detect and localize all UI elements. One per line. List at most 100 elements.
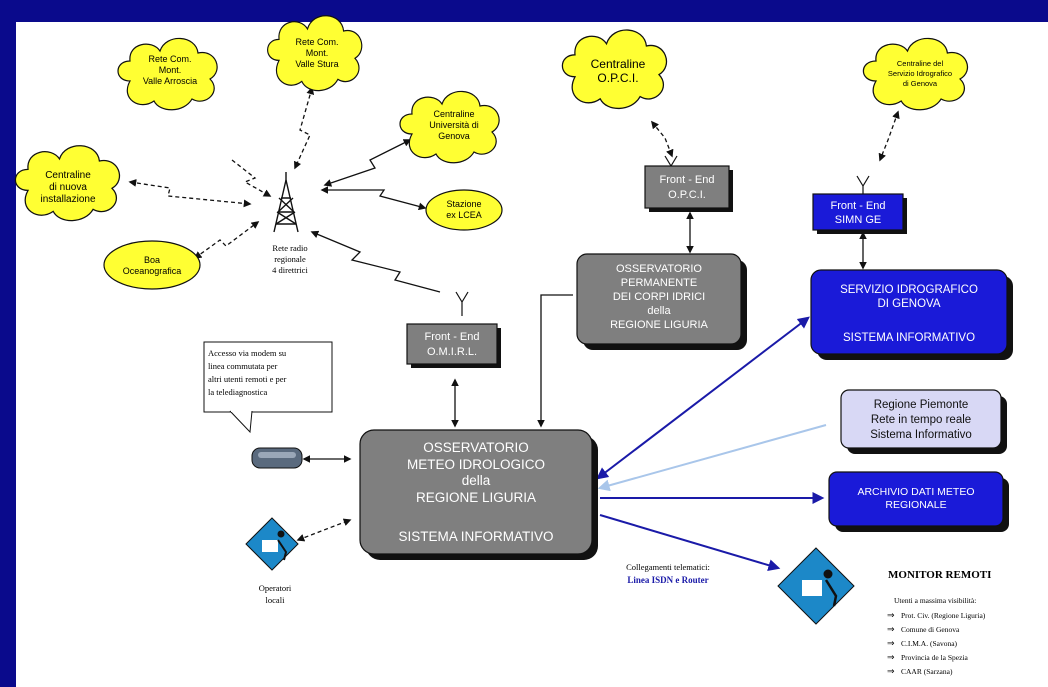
operator-label: Operatori bbox=[259, 583, 292, 593]
box-corpi-idrici: OSSERVATORIO PERMANENTE DEI CORPI IDRICI… bbox=[576, 253, 747, 350]
cloud-icon bbox=[267, 15, 363, 92]
cloud-icon bbox=[117, 37, 218, 111]
cloud-label: Centraline bbox=[591, 57, 646, 71]
cloud-label: installazione bbox=[40, 194, 95, 205]
callout-line: la telediagnostica bbox=[208, 387, 267, 397]
connections bbox=[128, 86, 900, 542]
frontend-label: Front - End bbox=[659, 174, 714, 186]
cloud-label: di nuova bbox=[49, 182, 87, 193]
modem-callout: Accesso via modem su linea commutata per… bbox=[203, 341, 333, 434]
operator-workstation: Operatori locali bbox=[245, 517, 299, 605]
cloud-nuova-installazione: Centraline di nuova installazione bbox=[14, 145, 121, 222]
box-label: della bbox=[647, 305, 671, 317]
cloud-label: Rete Com. bbox=[148, 54, 191, 64]
box-label: Rete in tempo reale bbox=[871, 414, 971, 426]
station-label: Oceanografica bbox=[123, 266, 182, 276]
monitor-item: Comune di Genova bbox=[901, 625, 960, 634]
box-archivio: ARCHIVIO DATI METEO REGIONALE bbox=[828, 471, 1009, 532]
collegamenti-sub: Linea ISDN e Router bbox=[627, 575, 708, 585]
cloud-univ-genova: Centraline Università di Genova bbox=[399, 90, 500, 164]
radio-tower: Rete radio regionale 4 direttrici bbox=[272, 172, 308, 275]
cloud-label: di Genova bbox=[903, 79, 938, 88]
box-label: della bbox=[462, 473, 491, 488]
box-label: METEO IDROLOGICO bbox=[407, 457, 545, 472]
collegamenti-title: Collegamenti telematici: bbox=[626, 562, 710, 572]
station-label: ex LCEA bbox=[446, 210, 482, 220]
box-label: SERVIZIO IDROGRAFICO bbox=[840, 284, 978, 296]
monitor-item: C.I.M.A. (Savona) bbox=[901, 639, 958, 648]
box-label: Sistema Informativo bbox=[870, 429, 972, 441]
monitor-item: CAAR (Sarzana) bbox=[901, 667, 953, 676]
frontend-opci: Front - End O.P.C.I. bbox=[644, 165, 733, 212]
frontend-label: Front - End bbox=[830, 200, 885, 212]
frontend-label: Front - End bbox=[424, 331, 479, 343]
box-label: OSSERVATORIO bbox=[616, 263, 702, 275]
box-label: ARCHIVIO DATI METEO bbox=[857, 486, 974, 498]
cloud-icon bbox=[862, 37, 969, 111]
arrow-icon: ⇒ bbox=[887, 666, 895, 676]
box-label: PERMANENTE bbox=[621, 277, 697, 289]
box-label: SISTEMA INFORMATIVO bbox=[843, 332, 975, 344]
radio-label: regionale bbox=[274, 254, 306, 264]
monitor-item: Provincia de la Spezia bbox=[901, 653, 969, 662]
box-label: REGIONALE bbox=[885, 499, 946, 511]
radio-tower-icon bbox=[273, 172, 299, 233]
operator-icon bbox=[245, 517, 299, 571]
box-regione-piemonte: Regione Piemonte Rete in tempo reale Sis… bbox=[840, 389, 1007, 454]
monitor-subtitle: Utenti a massima visibilità: bbox=[894, 596, 976, 605]
cloud-label: Valle Stura bbox=[295, 59, 338, 69]
cloud-label: Mont. bbox=[159, 65, 182, 75]
station-boa: Boa Oceanografica bbox=[103, 240, 201, 290]
frontend-omirl: Front - End O.M.I.R.L. bbox=[406, 323, 501, 368]
station-label: Stazione bbox=[446, 199, 481, 209]
cloud-rete-stura: Rete Com. Mont. Valle Stura bbox=[267, 15, 363, 92]
monitor-remoti: MONITOR REMOTI Utenti a massima visibili… bbox=[887, 569, 991, 676]
cloud-label: Centraline del bbox=[897, 59, 944, 68]
monitor-item: Prot. Civ. (Regione Liguria) bbox=[901, 611, 986, 620]
cloud-servizio-idrografico: Centraline del Servizio Idrografico di G… bbox=[862, 37, 969, 111]
callout-line: Accesso via modem su bbox=[208, 348, 287, 358]
callout-line: linea commutata per bbox=[208, 361, 278, 371]
cloud-icon bbox=[561, 29, 668, 110]
cloud-label: Centraline bbox=[45, 170, 91, 181]
cloud-label: Mont. bbox=[306, 48, 329, 58]
box-label: DI GENOVA bbox=[877, 298, 940, 310]
remote-monitor-icon bbox=[777, 547, 855, 625]
arrow-icon: ⇒ bbox=[887, 624, 895, 634]
frontend-simn: Front - End SIMN GE bbox=[812, 193, 907, 234]
cloud-label: O.P.C.I. bbox=[597, 71, 638, 85]
cloud-label: Valle Arroscia bbox=[143, 76, 197, 86]
callout-line: altri utenti remoti e per bbox=[208, 374, 287, 384]
radio-label: 4 direttrici bbox=[272, 265, 308, 275]
radio-label: Rete radio bbox=[272, 243, 307, 253]
box-label: Regione Piemonte bbox=[874, 399, 969, 411]
cloud-icon bbox=[399, 90, 500, 164]
station-label: Boa bbox=[144, 255, 160, 265]
arrow-icon: ⇒ bbox=[887, 638, 895, 648]
box-omirl-main: OSSERVATORIO METEO IDROLOGICO della REGI… bbox=[359, 429, 598, 560]
cloud-rete-arroscia: Rete Com. Mont. Valle Arroscia bbox=[117, 37, 218, 111]
cloud-icon bbox=[14, 145, 121, 222]
frontend-label: SIMN GE bbox=[835, 214, 881, 226]
frontend-label: O.P.C.I. bbox=[668, 189, 706, 201]
arrow-icon: ⇒ bbox=[887, 610, 895, 620]
monitor-title: MONITOR REMOTI bbox=[888, 569, 991, 581]
box-label: SISTEMA INFORMATIVO bbox=[398, 529, 553, 544]
box-label: OSSERVATORIO bbox=[423, 440, 529, 455]
blue-links bbox=[596, 316, 827, 572]
cloud-label: Servizio Idrografico bbox=[888, 69, 952, 78]
arrow-icon: ⇒ bbox=[887, 652, 895, 662]
box-label: DEI CORPI IDRICI bbox=[613, 291, 705, 303]
cloud-label: Università di bbox=[429, 120, 479, 130]
station-lcea: Stazione ex LCEA bbox=[425, 189, 503, 231]
monitor-list: ⇒ Prot. Civ. (Regione Liguria) ⇒ Comune … bbox=[887, 610, 986, 676]
cloud-opci: Centraline O.P.C.I. bbox=[561, 29, 668, 110]
cloud-label: Rete Com. bbox=[295, 37, 338, 47]
box-label: REGIONE LIGURIA bbox=[416, 490, 536, 505]
box-label: REGIONE LIGURIA bbox=[610, 319, 708, 331]
frontend-label: O.M.I.R.L. bbox=[427, 346, 477, 358]
cloud-label: Genova bbox=[438, 131, 470, 141]
cloud-label: Centraline bbox=[433, 109, 474, 119]
box-servizio-idrografico: SERVIZIO IDROGRAFICO DI GENOVA SISTEMA I… bbox=[810, 269, 1013, 360]
